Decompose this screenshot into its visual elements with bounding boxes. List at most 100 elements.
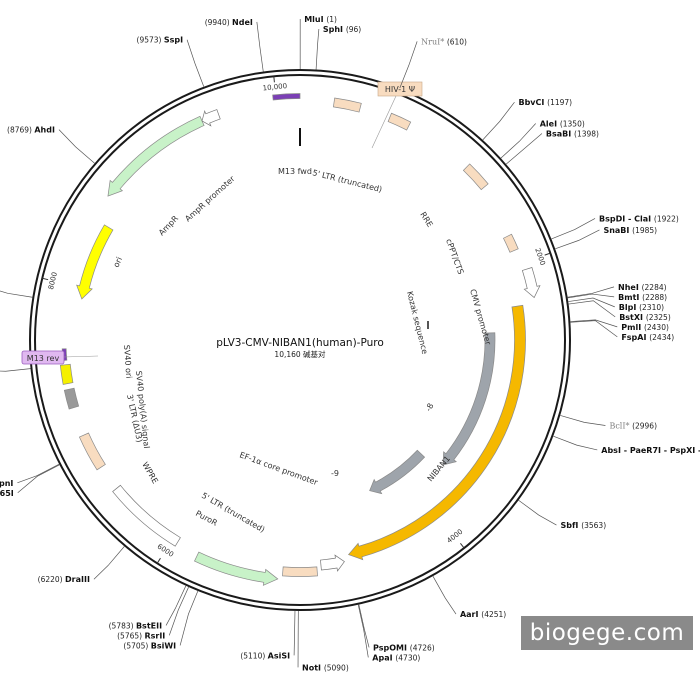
tick-8000 xyxy=(42,277,49,281)
site-kpni-name: KpnI xyxy=(0,479,13,488)
feature-ef1a-core-promoter-label: EF-1α core promoter xyxy=(238,450,319,487)
site-ndei[interactable]: (9940) NdeI xyxy=(205,18,264,72)
site-ahdi[interactable]: (8769) AhdI xyxy=(7,126,95,164)
feature-3-ltr-u3-14[interactable] xyxy=(78,432,106,471)
site-snabi-position: (1985) xyxy=(632,226,657,235)
feature-ef-1-core-promoter-10[interactable] xyxy=(320,554,345,572)
site-asisi[interactable]: (5110) AsiSI xyxy=(240,610,296,660)
site-alei-position: (1350) xyxy=(560,120,585,129)
feature-ampr-19[interactable] xyxy=(107,115,205,197)
site-bsteii-name: BstEII xyxy=(136,621,162,630)
site-bmti-leader xyxy=(567,293,615,299)
site-sfii[interactable]: (7449) SfiI xyxy=(0,367,31,376)
watermark: biogege.com xyxy=(521,616,693,650)
site-absi-paer7i-pspxi-xhoi[interactable]: AbsI - PaeR7I - PspXI - XhoI (3127) xyxy=(553,435,700,455)
feature-niban1-6[interactable] xyxy=(347,304,526,561)
site-bsabi[interactable]: BsaBI (1398) xyxy=(505,130,599,165)
site-snabi-name: SnaBI xyxy=(603,226,632,235)
site-rsrii-leader xyxy=(168,586,189,636)
site-acc65i[interactable]: (6846) Acc65I xyxy=(0,464,60,498)
feature-hiv1-psi-box[interactable] xyxy=(377,81,423,97)
feature-5-ltr-truncated-2[interactable] xyxy=(332,97,362,113)
site-pmli[interactable]: PmlI (2430) xyxy=(570,319,669,332)
tick-6000 xyxy=(156,557,161,564)
site-aari-label: AarI (4251) xyxy=(460,610,506,619)
site-snabi[interactable]: SnaBI (1985) xyxy=(555,226,657,250)
site-snabi-leader xyxy=(555,229,600,250)
site-ahdi-leader xyxy=(58,129,95,164)
feature-ampr-promoter-20[interactable] xyxy=(201,109,221,127)
site-bspdi-clai-leader xyxy=(551,218,596,240)
feature-kozak-sequence-marker[interactable] xyxy=(427,321,429,329)
site-sbfi-label: SbfI (3563) xyxy=(560,521,606,530)
feature-m13-rev-box[interactable] xyxy=(21,350,65,365)
site-rsrii[interactable]: (5765) RsrII xyxy=(117,586,189,640)
site-pcii[interactable]: (7876) PciI xyxy=(0,283,33,298)
feature-wpre-13[interactable] xyxy=(112,484,181,547)
site-pspomi[interactable]: PspOMI (4726) xyxy=(358,604,435,653)
site-fspai-name: FspAI xyxy=(621,333,649,342)
feature-sv40-ori-16[interactable] xyxy=(59,363,74,385)
site-bstxi[interactable]: BstXI (2325) xyxy=(568,300,671,322)
site-bbvci[interactable]: BbvCI (1197) xyxy=(482,98,572,141)
feature-hiv-1-1[interactable] xyxy=(387,112,412,131)
feature-puror-12[interactable] xyxy=(194,551,279,586)
site-pspomi-position: (4726) xyxy=(410,643,435,652)
feature-cppt-cts-4[interactable] xyxy=(502,233,519,253)
site-absi-paer7i-pspxi-xhoi-label: AbsI - PaeR7I - PspXI - XhoI (3127) xyxy=(601,446,700,455)
site-sspi-leader xyxy=(186,39,205,87)
site-sbfi[interactable]: SbfI (3563) xyxy=(518,499,607,530)
tick-label-10000: 10,000 xyxy=(262,82,287,92)
feature-rre-3[interactable] xyxy=(462,163,489,191)
site-bsteii[interactable]: (5783) BstEII xyxy=(109,585,187,631)
site-sbfi-position: (3563) xyxy=(581,521,606,530)
site-bcli[interactable]: BclI* (2996) xyxy=(560,415,657,430)
site-kpni-leader xyxy=(17,463,60,484)
site-bmti-position: (2288) xyxy=(642,293,667,302)
feature-cmv-promoter-5[interactable] xyxy=(521,267,541,299)
site-blpi-name: BlpI xyxy=(619,303,639,312)
site-alei[interactable]: AleI (1350) xyxy=(500,120,585,159)
site-pcii-leader xyxy=(0,290,33,298)
site-bspdi-clai[interactable]: BspDI - ClaI (1922) xyxy=(551,214,679,240)
feature-ori-18[interactable] xyxy=(76,224,114,300)
site-bsteii-position: (5783) xyxy=(109,621,136,630)
site-snabi-label: SnaBI (1985) xyxy=(603,226,657,235)
site-rsrii-position: (5765) xyxy=(117,631,144,640)
site-noti[interactable]: NotI (5090) xyxy=(297,610,349,672)
feature-sv40-poly-a-signal-15[interactable] xyxy=(63,387,80,410)
site-bbvci-leader xyxy=(482,102,515,141)
feature-ampr-label: AmpR xyxy=(157,214,180,238)
site-mlui[interactable]: MluI (1) xyxy=(299,15,337,70)
tick-10000 xyxy=(273,76,275,83)
site-apai[interactable]: ApaI (4730) xyxy=(357,604,420,663)
site-kpni[interactable]: (6850) KpnI xyxy=(0,463,60,488)
site-draiii[interactable]: (6220) DraIII xyxy=(38,546,125,584)
feature-5-ltr-truncated-11[interactable] xyxy=(282,566,318,577)
site-bmti-label: BmtI (2288) xyxy=(618,293,667,302)
site-sphi[interactable]: SphI (96) xyxy=(315,25,361,70)
site-bsiwi[interactable]: (5705) BsiWI xyxy=(123,590,199,650)
site-sspi-name: SspI xyxy=(164,36,183,45)
site-asisi-position: (5110) xyxy=(240,651,267,660)
site-sspi[interactable]: (9573) SspI xyxy=(137,36,205,87)
feature-labels: HIV-1 Ψ M13 rev M13 fwd 5' LTR (truncate… xyxy=(21,81,493,534)
site-aari[interactable]: AarI (4251) xyxy=(432,575,506,619)
site-bmti[interactable]: BmtI (2288) xyxy=(567,293,667,302)
site-nhei[interactable]: NheI (2284) xyxy=(567,283,667,298)
site-noti-name: NotI xyxy=(302,663,324,672)
backbone-outer xyxy=(29,69,571,611)
tick-4000 xyxy=(460,543,465,549)
site-sphi-leader xyxy=(315,28,320,70)
site-fspai[interactable]: FspAI (2434) xyxy=(570,320,674,342)
plasmid-name: pLV3-CMV-NIBAN1(human)-Puro xyxy=(216,337,384,349)
site-blpi[interactable]: BlpI (2310) xyxy=(568,297,664,312)
site-bsteii-label: (5783) BstEII xyxy=(109,621,162,630)
feature-9-9[interactable] xyxy=(369,449,426,495)
site-bspdi-clai-name: BspDI - ClaI xyxy=(599,214,654,223)
feature-m13-fwd-0[interactable] xyxy=(272,93,301,101)
feature-minus8-label: -8 xyxy=(424,402,436,413)
feature-8-8[interactable] xyxy=(442,332,496,466)
site-ahdi-name: AhdI xyxy=(34,126,55,135)
site-nrui[interactable]: NruI* (610) xyxy=(399,37,467,89)
